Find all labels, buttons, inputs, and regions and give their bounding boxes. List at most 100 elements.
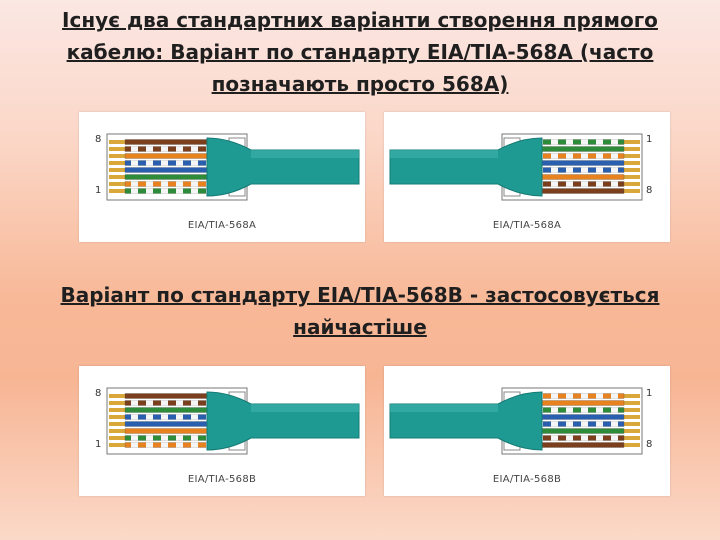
diagram-568b-left: 8 1 EIA/TIA-568B xyxy=(79,366,365,496)
diagram-caption: EIA/TIA-568A xyxy=(187,220,257,231)
wire-stripe xyxy=(176,160,183,166)
wire-green xyxy=(124,174,218,180)
wire-stripe xyxy=(551,435,558,441)
wire-stripe xyxy=(581,139,588,145)
pin-contact xyxy=(109,154,125,158)
wire-stripe xyxy=(581,421,588,427)
wire-stripe xyxy=(176,146,183,152)
wire-stripe xyxy=(191,435,198,441)
wire-orange-white xyxy=(124,442,218,448)
wire-green-white xyxy=(124,435,218,441)
wire-stripe xyxy=(161,435,168,441)
wire-stripe xyxy=(146,400,153,406)
wire-stripe xyxy=(551,393,558,399)
wire-stripe xyxy=(551,167,558,173)
wire-stripe xyxy=(581,435,588,441)
wire-stripe xyxy=(596,435,603,441)
connector-group xyxy=(389,133,643,201)
wire-stripe xyxy=(611,435,618,441)
pin-contact xyxy=(624,147,640,151)
cable-highlight xyxy=(251,404,359,412)
wire-stripe xyxy=(131,146,138,152)
pin-contact xyxy=(109,443,125,447)
pin-contact xyxy=(109,429,125,433)
wire-stripe xyxy=(611,181,618,187)
wire-stripe xyxy=(191,400,198,406)
connector-drawing xyxy=(389,133,643,201)
wire-orange-white xyxy=(531,393,625,399)
wire-brown-white xyxy=(124,146,218,152)
cable-jacket xyxy=(206,391,360,451)
connector-drawing xyxy=(106,387,360,455)
wire-stripe xyxy=(566,421,573,427)
wire-stripe xyxy=(611,407,618,413)
wire-stripe xyxy=(161,414,168,420)
wire-stripe xyxy=(596,407,603,413)
wire-green xyxy=(531,428,625,434)
wire-stripe xyxy=(146,181,153,187)
wire-stripe xyxy=(581,407,588,413)
wire-stripe xyxy=(566,407,573,413)
wire-orange-white xyxy=(531,153,625,159)
wire-stripe xyxy=(596,167,603,173)
wire-stripe xyxy=(161,146,168,152)
wire-stripe xyxy=(596,181,603,187)
wire-stripe xyxy=(146,435,153,441)
wire-blue-white xyxy=(124,414,218,420)
wire-stripe xyxy=(131,400,138,406)
wire-stripe xyxy=(161,160,168,166)
wire-brown xyxy=(124,139,218,145)
wire-stripe xyxy=(191,442,198,448)
pin-contact xyxy=(109,161,125,165)
pin-contact xyxy=(109,408,125,412)
pin-label-top: 1 xyxy=(646,388,653,399)
pin-label-top: 8 xyxy=(95,388,102,399)
diagram-caption: EIA/TIA-568B xyxy=(492,474,562,485)
wire-stripe xyxy=(611,421,618,427)
pin-contact xyxy=(109,182,125,186)
wire-stripe xyxy=(596,393,603,399)
wire-stripe xyxy=(131,442,138,448)
pin-label-bottom: 8 xyxy=(646,439,653,450)
wire-stripe xyxy=(551,407,558,413)
wire-stripe xyxy=(176,435,183,441)
wire-stripe xyxy=(131,181,138,187)
diagram-caption: EIA/TIA-568B xyxy=(187,474,257,485)
pin-label-top: 8 xyxy=(95,134,102,145)
pin-contact xyxy=(624,436,640,440)
wire-stripe xyxy=(191,188,198,194)
wire-stripe xyxy=(191,146,198,152)
wire-stripe xyxy=(581,167,588,173)
wire-brown-white xyxy=(531,181,625,187)
wire-stripe xyxy=(161,188,168,194)
pin-label-bottom: 8 xyxy=(646,185,653,196)
wire-stripe xyxy=(581,393,588,399)
wire-stripe xyxy=(581,153,588,159)
connector-drawing xyxy=(389,387,643,455)
wire-stripe xyxy=(161,181,168,187)
wire-stripe xyxy=(176,188,183,194)
pin-contact xyxy=(109,140,125,144)
pin-contact xyxy=(109,189,125,193)
diagram-568b-right: 1 8 EIA/TIA-568B xyxy=(384,366,670,496)
wire-stripe xyxy=(551,181,558,187)
wire-green-white xyxy=(531,407,625,413)
pin-contact xyxy=(624,422,640,426)
wire-stripe xyxy=(176,414,183,420)
wire-stripe xyxy=(611,139,618,145)
cable-jacket xyxy=(389,391,543,451)
wire-blue xyxy=(531,414,625,420)
wire-stripe xyxy=(176,442,183,448)
wire-blue xyxy=(124,167,218,173)
pin-contact xyxy=(109,401,125,405)
diagram-568a-left: 8 1 EIA/TIA-568A xyxy=(79,112,365,242)
wire-stripe xyxy=(566,435,573,441)
pin-contact xyxy=(624,154,640,158)
wire-brown xyxy=(124,393,218,399)
wire-green-white xyxy=(124,188,218,194)
wire-stripe xyxy=(566,139,573,145)
wire-stripe xyxy=(581,181,588,187)
wire-stripe xyxy=(191,414,198,420)
wire-stripe xyxy=(611,167,618,173)
wire-blue xyxy=(124,421,218,427)
